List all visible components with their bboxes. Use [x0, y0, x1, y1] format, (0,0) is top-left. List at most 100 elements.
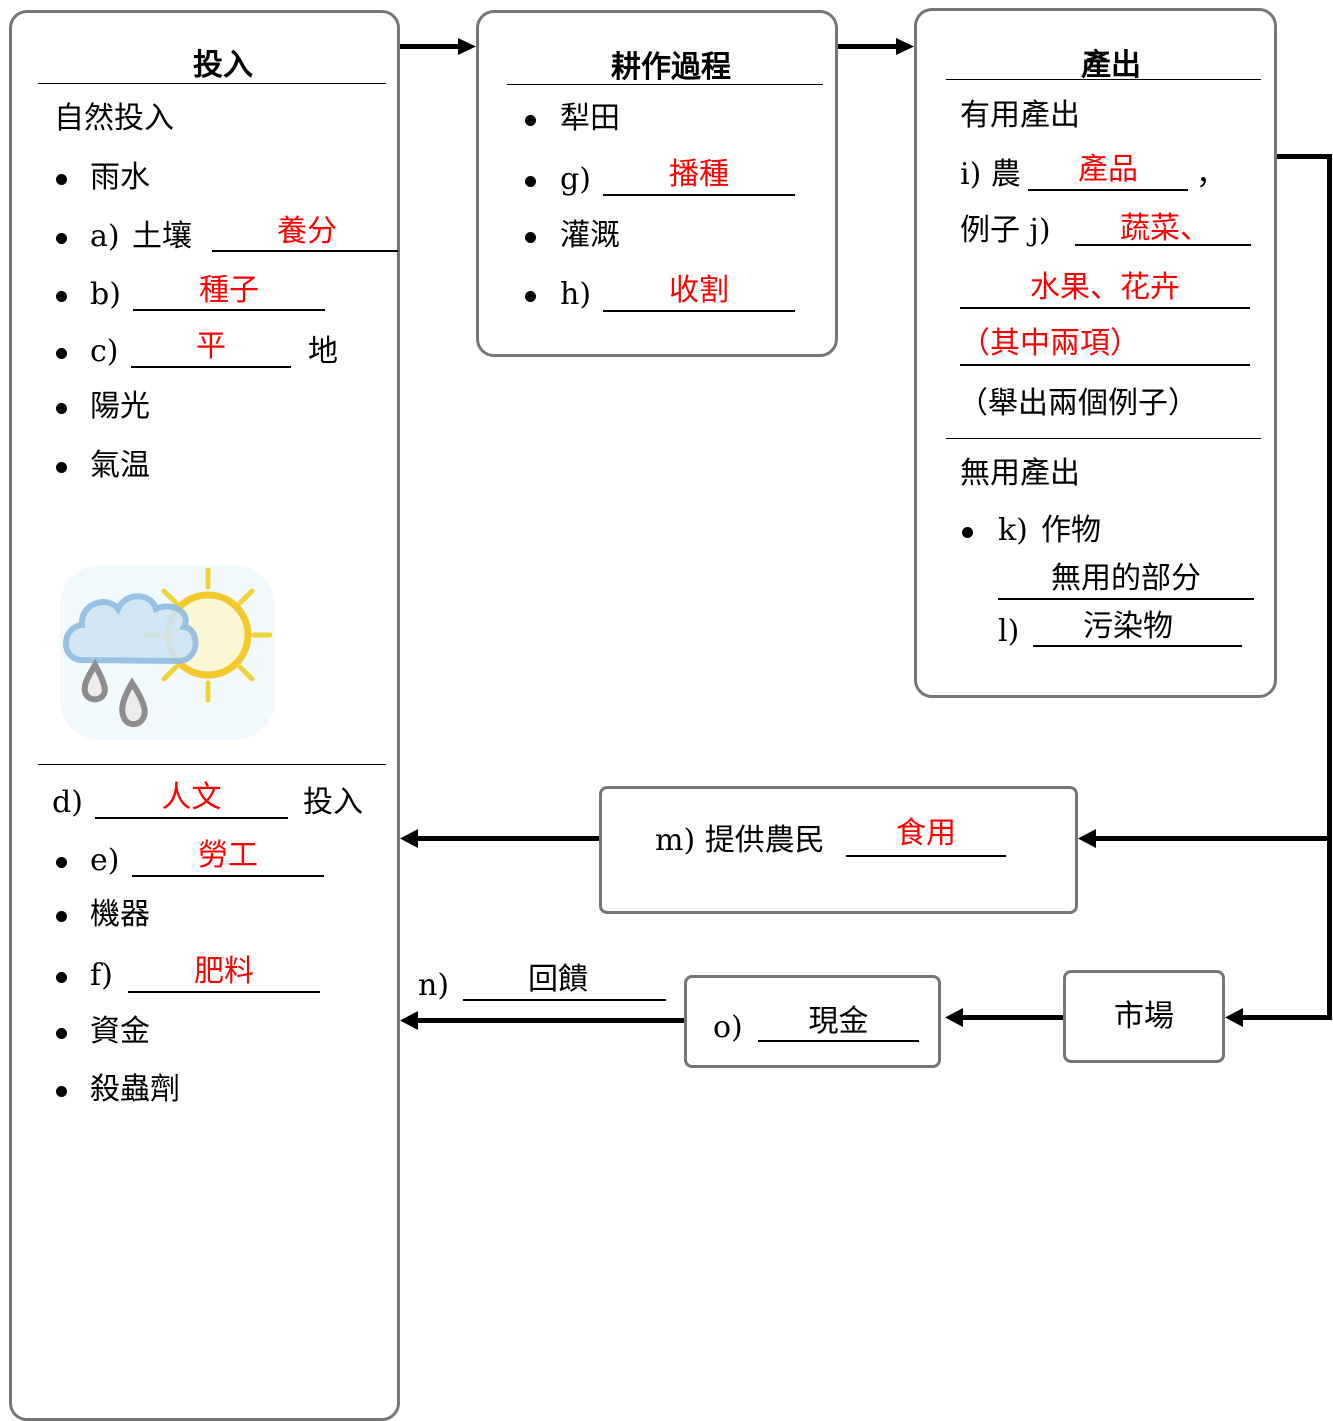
arrowhead — [400, 829, 418, 848]
answer-j-line1: 蔬菜、 — [1120, 211, 1210, 246]
human-item-f-prefix: f) — [90, 958, 113, 993]
bullet — [56, 291, 67, 302]
bullet — [525, 291, 536, 302]
human-item-e-prefix: e) — [90, 843, 120, 878]
answer-blank-m — [846, 855, 1006, 857]
connector-vertical — [1327, 154, 1332, 1020]
arrowhead — [458, 38, 476, 55]
answer-blank-c — [131, 366, 291, 368]
feedback-m-box — [599, 786, 1078, 914]
feedback-o-box — [684, 975, 941, 1068]
human-item-capital: 資金 — [90, 1014, 150, 1049]
bullet — [525, 115, 536, 126]
answer-blank-o — [758, 1040, 919, 1042]
market-box — [1063, 970, 1225, 1063]
answer-blank-f — [128, 991, 320, 993]
bullet — [525, 232, 536, 243]
answer-c: 平 — [196, 329, 226, 364]
natural-item-temperature: 氣温 — [90, 448, 150, 483]
process-item-h-prefix: h) — [560, 277, 592, 312]
answer-blank-i — [1028, 189, 1188, 191]
outputs-title-rule — [946, 79, 1261, 80]
useful-outputs-heading: 有用產出 — [960, 98, 1080, 133]
answer-blank-h — [603, 310, 795, 312]
bullet — [56, 233, 67, 244]
arrow-to-market — [1243, 1015, 1332, 1020]
inputs-title-rule — [38, 83, 386, 84]
rain-cloud-sun-icon — [60, 565, 275, 740]
feedback-o-prefix: o) — [713, 1010, 743, 1045]
answer-e: 勞工 — [198, 838, 258, 873]
answer-blank-a — [212, 250, 398, 252]
feedback-m-prefix: m) 提供農民 — [655, 823, 825, 858]
answer-blank-b — [133, 309, 325, 311]
process-item-irrigation: 灌溉 — [560, 218, 620, 253]
answer-i: 產品 — [1078, 152, 1138, 187]
bullet — [56, 911, 67, 922]
natural-item-b-prefix: b) — [90, 277, 121, 312]
human-item-machines: 機器 — [90, 897, 150, 932]
answer-l: 污染物 — [1083, 609, 1173, 644]
arrowhead — [1225, 1008, 1243, 1027]
arrow-inputs-to-process — [400, 44, 458, 49]
arrowhead — [1078, 829, 1096, 848]
human-inputs-suffix: 投入 — [303, 785, 363, 820]
human-inputs-prefix: d) — [52, 785, 83, 820]
useless-outputs-heading: 無用產出 — [960, 456, 1080, 491]
connector-outputs-right — [1277, 154, 1332, 159]
answer-blank-d — [95, 817, 288, 819]
bullet — [56, 174, 67, 185]
natural-item-c-prefix: c) — [90, 334, 119, 369]
answer-m: 食用 — [896, 816, 956, 851]
answer-o: 現金 — [808, 1004, 869, 1039]
answer-j-line3: （其中兩項） — [960, 326, 1140, 361]
output-i-prefix: i) 農 — [960, 157, 1021, 192]
useless-outputs-rule — [946, 438, 1261, 439]
answer-blank-j2 — [960, 307, 1250, 309]
answer-j-line2: 水果、花卉 — [1030, 270, 1180, 305]
answer-n: 回饋 — [528, 962, 588, 997]
answer-f: 肥料 — [194, 954, 254, 989]
answer-h: 收割 — [669, 273, 729, 308]
outputs-box — [914, 8, 1277, 698]
bullet — [525, 176, 536, 187]
answer-blank-l — [1033, 645, 1242, 647]
arrow-o-to-inputs — [418, 1018, 684, 1023]
natural-item-rain: 雨水 — [90, 160, 150, 195]
natural-item-a-prefix: a) — [90, 219, 120, 254]
answer-blank-j3 — [960, 364, 1250, 366]
arrow-process-to-outputs — [838, 44, 896, 49]
arrowhead — [945, 1008, 963, 1027]
bullet — [56, 857, 67, 868]
process-title: 耕作過程 — [611, 50, 731, 85]
bullet — [56, 1028, 67, 1039]
answer-g: 播種 — [669, 157, 729, 192]
market-label: 市場 — [1114, 999, 1174, 1034]
process-item-plough: 犁田 — [560, 101, 620, 136]
arrow-market-to-o — [963, 1015, 1063, 1020]
answer-a: 養分 — [277, 214, 337, 249]
arrow-to-m-box — [1096, 836, 1332, 841]
inputs-title: 投入 — [193, 48, 253, 83]
output-j-prefix: 例子 j) — [960, 213, 1051, 248]
human-item-pesticide: 殺蟲劑 — [90, 1072, 180, 1107]
natural-item-a-text: 土壤 — [132, 219, 192, 254]
output-i-comma: ， — [1196, 157, 1226, 192]
human-inputs-rule — [38, 764, 386, 765]
process-box — [476, 10, 838, 357]
bullet — [56, 403, 67, 414]
natural-inputs-heading: 自然投入 — [54, 101, 174, 136]
bullet — [56, 1086, 67, 1097]
process-title-rule — [507, 84, 823, 85]
output-k-text: 作物 — [1041, 513, 1101, 548]
arrowhead — [896, 38, 914, 55]
output-l-prefix: l) — [998, 614, 1020, 649]
outputs-title: 產出 — [1081, 48, 1141, 83]
answer-blank-n — [463, 999, 666, 1001]
bullet — [56, 972, 67, 983]
arrow-m-to-inputs — [418, 836, 599, 841]
bullet — [962, 527, 973, 538]
output-k-prefix: k) — [998, 513, 1028, 548]
answer-d: 人文 — [161, 780, 222, 815]
